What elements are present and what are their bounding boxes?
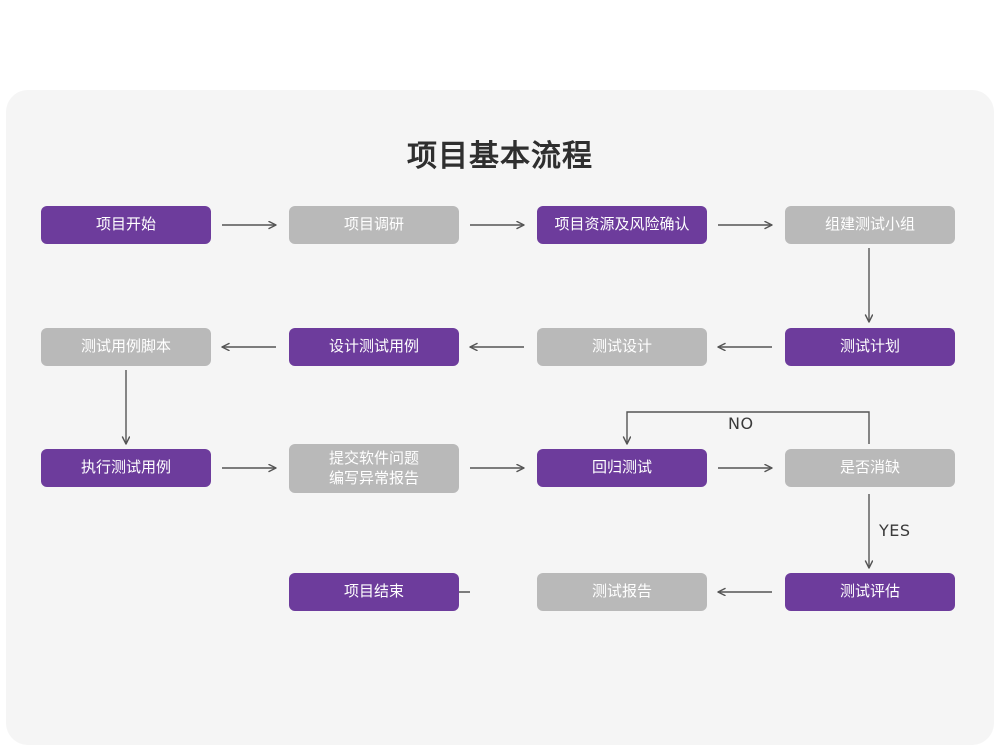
page-title: 项目基本流程 — [407, 139, 593, 174]
node-design-test-case[interactable]: 设计测试用例 — [289, 328, 459, 366]
node-test-report[interactable]: 测试报告 — [537, 573, 707, 611]
node-test-plan[interactable]: 测试计划 — [785, 328, 955, 366]
node-test-design[interactable]: 测试设计 — [537, 328, 707, 366]
diagram-card — [6, 90, 994, 745]
node-project-start[interactable]: 项目开始 — [41, 206, 211, 244]
node-regression-test[interactable]: 回归测试 — [537, 449, 707, 487]
edge-label-no: NO — [728, 414, 754, 433]
node-project-research[interactable]: 项目调研 — [289, 206, 459, 244]
node-test-case-script[interactable]: 测试用例脚本 — [41, 328, 211, 366]
node-execute-test-case[interactable]: 执行测试用例 — [41, 449, 211, 487]
edge-label-yes: YES — [879, 521, 911, 540]
node-project-end[interactable]: 项目结束 — [289, 573, 459, 611]
node-build-test-team[interactable]: 组建测试小组 — [785, 206, 955, 244]
node-resource-risk-confirm[interactable]: 项目资源及风险确认 — [537, 206, 707, 244]
node-test-evaluation[interactable]: 测试评估 — [785, 573, 955, 611]
node-submit-defect-report[interactable]: 提交软件问题 编写异常报告 — [289, 444, 459, 493]
node-defect-cleared[interactable]: 是否消缺 — [785, 449, 955, 487]
